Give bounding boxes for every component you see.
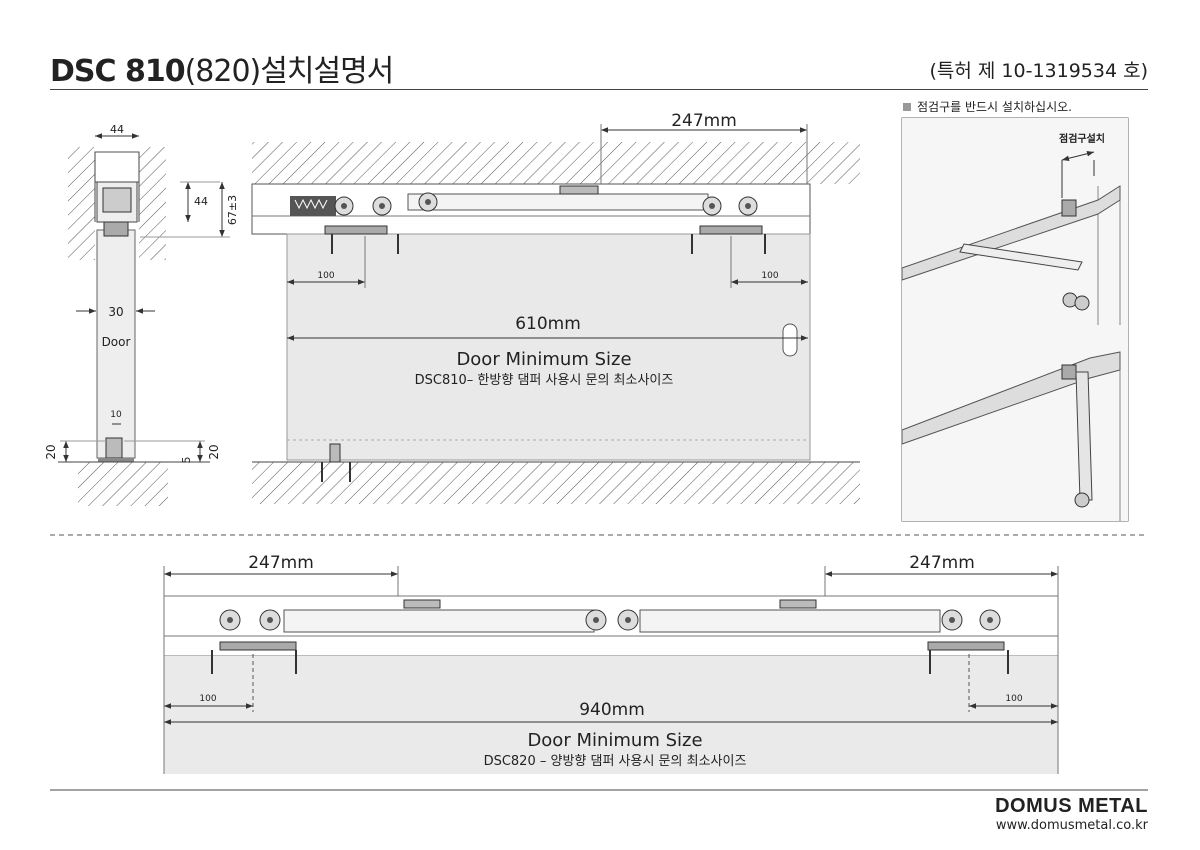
model-name: DSC 810 [50, 54, 186, 89]
dim-940: 940mm [579, 700, 645, 720]
dim-total-height: 67±3 [226, 195, 239, 225]
damper-unit [290, 196, 336, 216]
dim-100-left: 100 [317, 271, 334, 281]
floor-guide [105, 437, 123, 459]
brand-logo: DOMUS METAL [995, 795, 1148, 817]
dim-gap: 10 [110, 410, 122, 420]
ceiling-hatch [252, 142, 860, 184]
side-wall-right [139, 147, 166, 260]
dim-247-right: 247mm [909, 553, 975, 573]
dim-100-right-double: 100 [1005, 694, 1022, 704]
track-perspective-top [901, 185, 1121, 281]
mount-plate-right [699, 225, 763, 235]
bullet-square [903, 103, 911, 111]
min-size-title-double: Door Minimum Size [527, 730, 702, 751]
inspection-hatch [1061, 199, 1077, 217]
double-damper-view: 247mm 247mm 100 100 940mm Door Minimum S… [163, 553, 1059, 774]
dim-247: 247mm [671, 111, 737, 131]
damper-arm [407, 193, 709, 211]
catch-stopper [559, 185, 599, 195]
damper-arm-vertical [1075, 371, 1093, 501]
door-handle-slot [782, 323, 798, 357]
dim-door-thickness: 30 [108, 305, 123, 319]
dim-100-right: 100 [761, 271, 778, 281]
min-size-subtitle: DSC810– 한방향 댐퍼 사용시 문의 최소사이즈 [415, 373, 674, 388]
page-title: DSC 810(820)설치설명서 [50, 46, 394, 90]
model-variant: (820) [184, 54, 262, 89]
door-panel [286, 233, 811, 461]
door-bracket [103, 221, 129, 237]
inspection-note: 점검구를 반드시 설치하십시오. [903, 98, 1072, 115]
floor-hatch [252, 462, 860, 504]
dim-right-20: 20 [207, 444, 221, 459]
min-size-title: Door Minimum Size [456, 349, 631, 370]
detail-label: 점검구설치 [1059, 132, 1105, 145]
patent-number: (특허 제 10-1319534 호) [929, 60, 1148, 82]
roller-carriage [102, 187, 132, 213]
inspection-note-text: 점검구를 반드시 설치하십시오. [917, 100, 1072, 114]
dim-100-left-double: 100 [199, 694, 216, 704]
header-rule [50, 89, 1148, 90]
dim-610: 610mm [515, 314, 581, 334]
side-floor [78, 462, 168, 506]
single-damper-view: 247mm 100 100 610mm Door Minimum Size DS… [251, 111, 860, 504]
title-text: 설치설명서 [260, 54, 394, 89]
floor-guide-single [329, 443, 341, 463]
dim-right-5: 5 [180, 457, 193, 464]
damper-arm-right [639, 609, 941, 633]
side-view: 44 44 67±3 30 Door 10 20 5 20 [44, 123, 239, 506]
floor-guide-base [98, 458, 134, 463]
dim-247-left: 247mm [248, 553, 314, 573]
door-panel-side [96, 229, 136, 459]
website-url: www.domusmetal.co.kr [995, 818, 1148, 833]
side-wall-left [68, 147, 95, 260]
mount-plate-left [324, 225, 388, 235]
door-panel-double [164, 656, 1058, 774]
damper-arm-left [283, 609, 595, 633]
min-size-subtitle-double: DSC820 – 양방향 댐퍼 사용시 문의 최소사이즈 [484, 754, 747, 769]
dim-left-bottom: 20 [44, 444, 58, 459]
inspection-detail: 점검구설치 [901, 117, 1129, 522]
dim-rail-height: 44 [194, 195, 208, 208]
door-label: Door [102, 335, 131, 349]
dim-top-width: 44 [110, 123, 124, 136]
rail-box [94, 151, 140, 183]
